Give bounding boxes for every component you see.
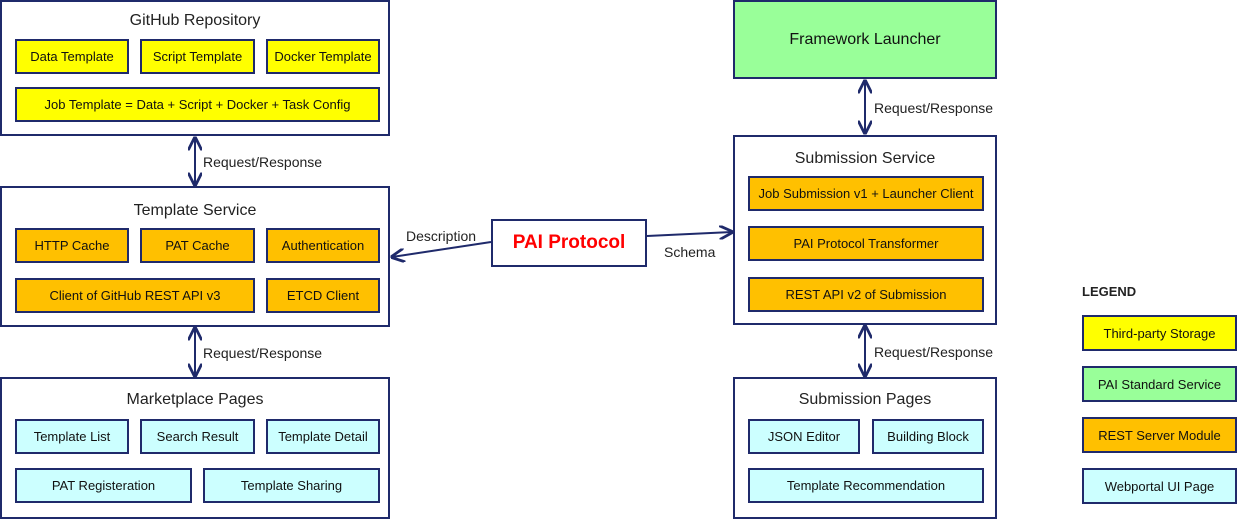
description-label: Description (406, 228, 477, 244)
pat-registration-box: PAT Registeration (15, 468, 192, 503)
arrow-protocol-submission (646, 232, 732, 236)
framework-launcher-box: Framework Launcher (733, 0, 997, 79)
marketplace-pages-title: Marketplace Pages (126, 391, 264, 408)
authentication-box: Authentication (266, 228, 380, 263)
github-repository-title: GitHub Repository (129, 12, 261, 29)
pai-protocol-title: PAI Protocol (512, 232, 626, 253)
job-template-box: Job Template = Data + Script + Docker + … (15, 87, 380, 122)
data-template-box: Data Template (15, 39, 129, 74)
pai-protocol-box: PAI Protocol (491, 219, 647, 267)
template-list-box: Template List (15, 419, 129, 454)
request-response-label-3: Request/Response (874, 100, 994, 116)
submission-service-title: Submission Service (794, 150, 936, 167)
request-response-label-1: Request/Response (203, 154, 323, 170)
search-result-box: Search Result (140, 419, 255, 454)
pat-cache-box: PAT Cache (140, 228, 255, 263)
rest-api-submission-box: REST API v2 of Submission (748, 277, 984, 312)
legend-pai-standard-service: PAI Standard Service (1082, 366, 1237, 402)
template-service-group: Template Service HTTP Cache PAT Cache Au… (0, 186, 390, 327)
github-client-box: Client of GitHub REST API v3 (15, 278, 255, 313)
script-template-box: Script Template (140, 39, 255, 74)
template-service-title: Template Service (133, 202, 257, 219)
request-response-label-4: Request/Response (874, 344, 994, 360)
github-repository-group: GitHub Repository Data Template Script T… (0, 0, 390, 136)
json-editor-box: JSON Editor (748, 419, 860, 454)
submission-pages-title: Submission Pages (798, 391, 932, 408)
etcd-client-box: ETCD Client (266, 278, 380, 313)
request-response-label-2: Request/Response (203, 345, 323, 361)
schema-label: Schema (664, 244, 716, 260)
legend-webportal-ui-page: Webportal UI Page (1082, 468, 1237, 504)
docker-template-box: Docker Template (266, 39, 380, 74)
submission-service-group: Submission Service Job Submission v1 + L… (733, 135, 997, 325)
marketplace-pages-group: Marketplace Pages Template List Search R… (0, 377, 390, 519)
template-detail-box: Template Detail (266, 419, 380, 454)
job-submission-box: Job Submission v1 + Launcher Client (748, 176, 984, 211)
http-cache-box: HTTP Cache (15, 228, 129, 263)
template-recommendation-box: Template Recommendation (748, 468, 984, 503)
submission-pages-group: Submission Pages JSON Editor Building Bl… (733, 377, 997, 519)
legend-third-party-storage: Third-party Storage (1082, 315, 1237, 351)
protocol-transformer-box: PAI Protocol Transformer (748, 226, 984, 261)
template-sharing-box: Template Sharing (203, 468, 380, 503)
building-block-box: Building Block (872, 419, 984, 454)
legend-rest-server-module: REST Server Module (1082, 417, 1237, 453)
arrow-protocol-template (392, 241, 492, 257)
legend-title: LEGEND (1082, 284, 1137, 299)
